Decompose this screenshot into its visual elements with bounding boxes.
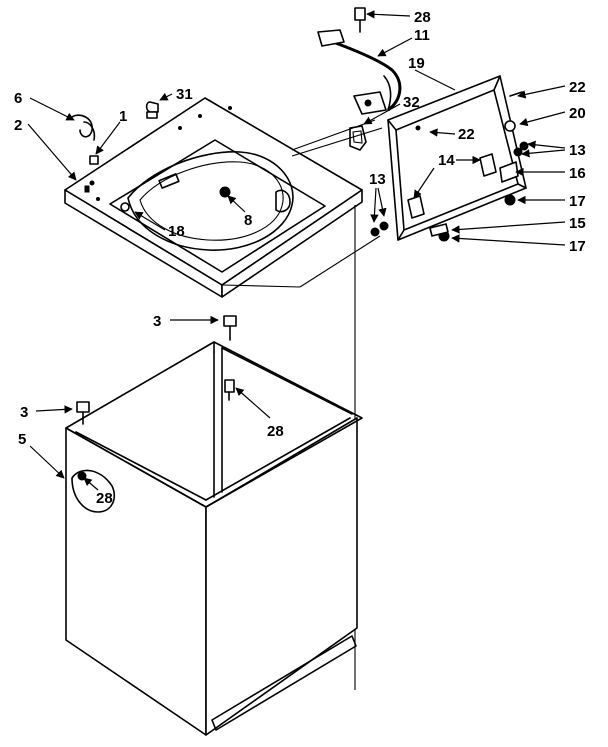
callout-5: 5 (18, 431, 26, 448)
callout-22-right: 22 (569, 79, 586, 96)
callout-14: 14 (438, 152, 455, 169)
callout-28-mid: 28 (267, 423, 284, 440)
callout-17-b: 17 (569, 238, 586, 255)
callout-8: 8 (244, 212, 252, 229)
callout-11: 11 (414, 27, 430, 44)
callout-19: 19 (408, 55, 425, 72)
callout-3-lower: 3 (20, 404, 28, 421)
cabinet (65, 315, 363, 736)
callout-13-left: 13 (369, 171, 386, 188)
leader-lines (27, 10, 566, 491)
callout-17-a: 17 (569, 193, 586, 210)
callout-28-low: 28 (96, 490, 113, 507)
callout-16: 16 (569, 165, 586, 182)
harness-assembly (317, 7, 402, 115)
callout-labels: 28 11 19 22 20 13 16 17 15 17 6 31 32 1 … (14, 9, 586, 507)
callout-13-right: 13 (569, 142, 586, 159)
callout-31: 31 (176, 86, 193, 103)
lid-assembly (370, 75, 529, 242)
callout-18: 18 (168, 223, 185, 240)
top-panel (64, 97, 367, 298)
callout-32: 32 (403, 94, 420, 111)
callout-20: 20 (569, 105, 586, 122)
callout-22-inner: 22 (458, 126, 475, 143)
callout-28-top: 28 (414, 9, 431, 26)
callout-3-upper: 3 (153, 313, 161, 330)
callout-6: 6 (14, 90, 22, 107)
callout-1: 1 (119, 108, 127, 125)
callout-15: 15 (569, 215, 586, 232)
callout-2: 2 (14, 117, 22, 134)
